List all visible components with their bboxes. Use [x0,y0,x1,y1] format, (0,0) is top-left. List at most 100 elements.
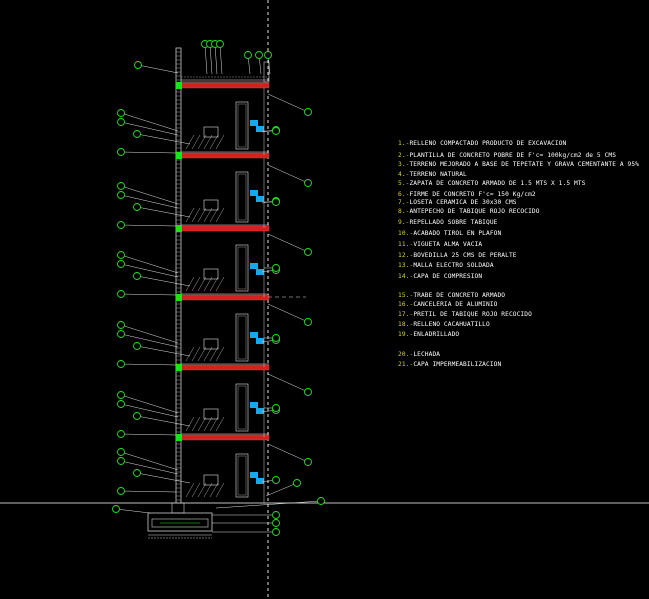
hatch-line [185,482,195,498]
storey [185,88,265,155]
callout-bubble [304,458,312,466]
hatch-line [209,134,219,150]
glass-pane [256,126,264,132]
exterior-wall [175,47,182,504]
slab [176,363,270,371]
glass-pane [256,408,264,414]
leader-line [120,394,179,414]
leader-line [136,133,191,145]
callout-bubble [117,457,125,465]
storey [185,231,265,297]
callout-bubble [117,400,125,408]
balcony-parapet [203,474,219,486]
hatch-line [185,134,195,150]
callout-bubble [304,318,312,326]
slab-fill [180,152,270,159]
hatch-line [191,416,201,432]
glass-pane [256,269,264,275]
slab-fill [180,82,270,89]
beam-marker [176,364,182,371]
window-frame [235,453,249,498]
callout-bubble [117,391,125,399]
callout-bubble [112,505,120,513]
hatch-line [215,276,225,292]
leader-line [267,373,309,393]
callout-bubble [117,251,125,259]
leader-line [267,303,309,323]
hatch-line [191,134,201,150]
leader-line [219,43,223,75]
hatch-line [191,276,201,292]
callout-bubble [133,469,141,477]
callout-bubble [272,264,280,272]
storey [185,158,265,228]
callout-bubble [133,342,141,350]
leader-line [214,43,218,75]
hatch-line [203,482,213,498]
leader-line [204,43,208,75]
callout-bubble [117,118,125,126]
window-inner [237,103,247,148]
leader-line [209,43,213,75]
leader-line [120,263,179,278]
storey [185,440,265,503]
leader-line [120,194,179,209]
hatch-line [209,207,219,223]
callout-bubble [304,388,312,396]
hatch-line [209,416,219,432]
hatch-line [203,207,213,223]
hatch-line [215,416,225,432]
hatch-line [197,482,207,498]
callout-bubble [117,191,125,199]
leader-line [136,206,191,218]
callout-bubble [117,360,125,368]
callout-bubble [133,272,141,280]
hatch-line [203,416,213,432]
hatch-line [197,207,207,223]
callout-bubble [272,519,280,527]
leader-line [137,64,179,74]
slab [176,224,270,232]
callout-bubble [272,511,280,519]
callout-bubble [117,109,125,117]
glass-pane [256,196,264,202]
hatch-line [197,134,207,150]
window-inner [237,455,247,496]
hatch-line [215,207,225,223]
leader-line [267,233,309,253]
hatch-line [185,207,195,223]
glass-pane [250,332,258,338]
beam-marker [176,294,182,301]
callout-bubble [293,479,301,487]
beam-marker [176,82,182,89]
callout-bubble [272,198,280,206]
callout-bubble [117,448,125,456]
wall-outline [175,47,182,504]
slab-fill [180,225,270,232]
leader-line [136,415,191,427]
hatch-line [191,207,201,223]
window-inner [237,315,247,360]
leader-line [136,472,191,484]
balcony-parapet [203,199,219,211]
window-inner [237,385,247,430]
callout-bubble [117,487,125,495]
leader-line [115,508,151,514]
beam-marker [176,434,182,441]
leader-line [267,443,309,463]
window-inner [237,173,247,221]
slab-fill [180,294,270,301]
callout-bubble [272,528,280,536]
hatch-line [197,416,207,432]
leader-line [120,490,177,493]
window-frame [235,101,249,150]
hatch-line [203,346,213,362]
window-inner [237,246,247,290]
hatch-line [215,346,225,362]
callout-bubble [272,334,280,342]
leader-line [120,433,177,436]
leader-line [120,460,179,475]
leader-line [136,345,191,357]
glass-pane [250,190,258,196]
leader-line [120,324,179,344]
